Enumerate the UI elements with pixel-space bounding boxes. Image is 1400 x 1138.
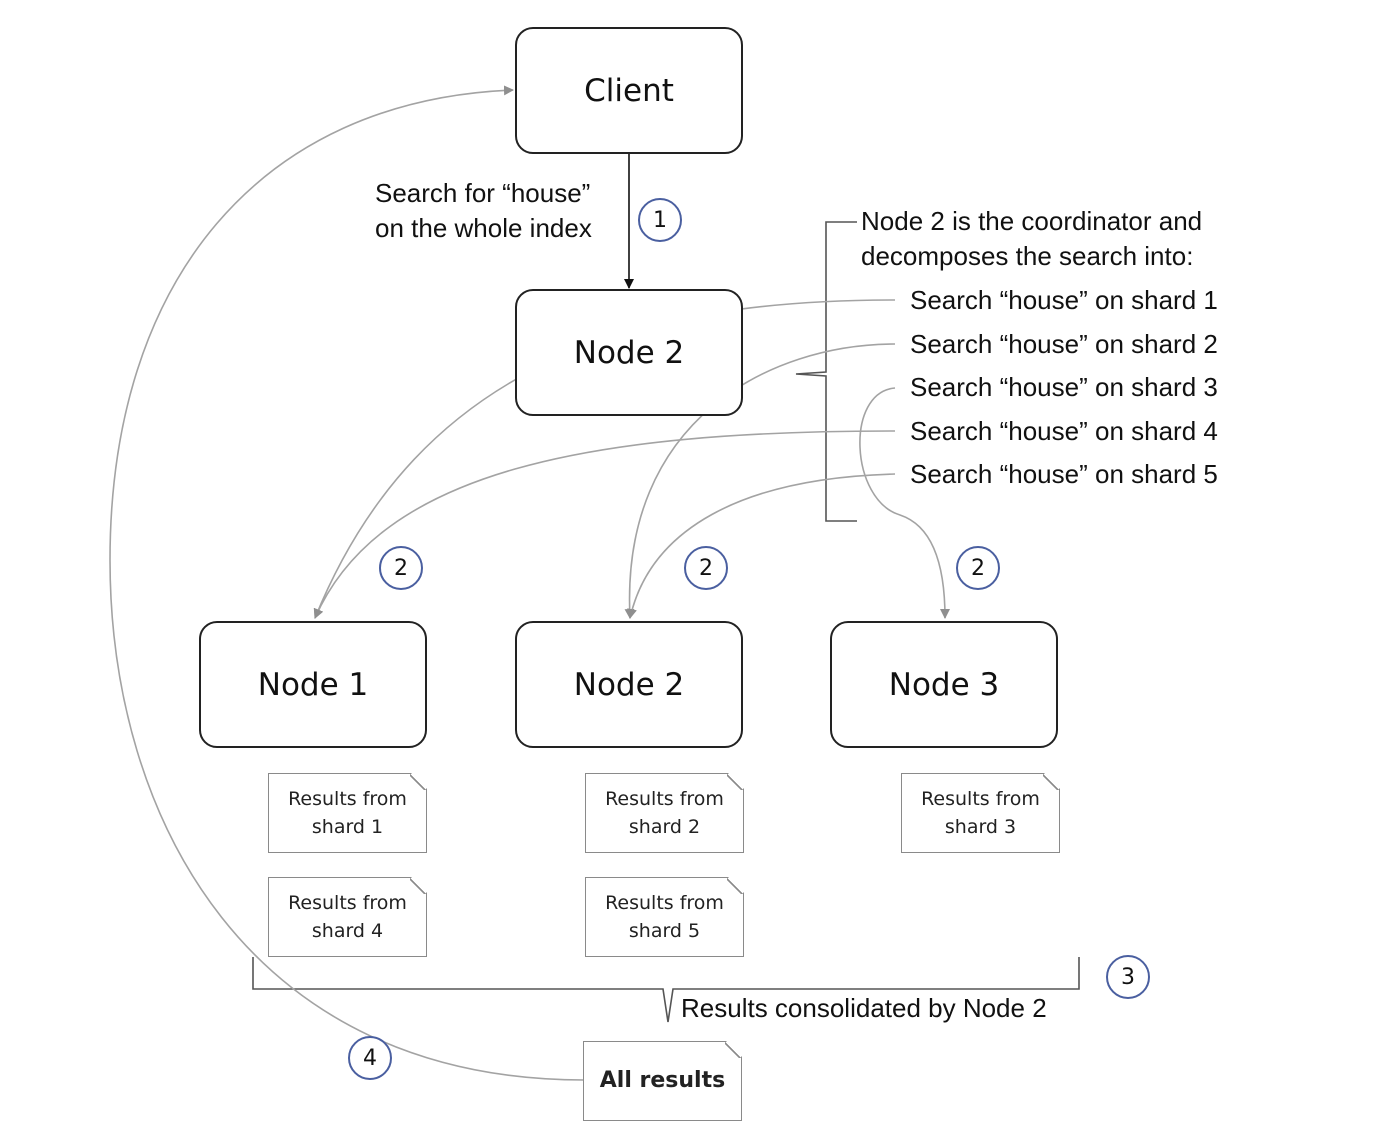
results-shard3-line2: shard 3 bbox=[944, 816, 1017, 838]
results-shard1-line1: Results from bbox=[288, 788, 407, 810]
shard-search-2: Search “house” on shard 2 bbox=[910, 329, 1218, 359]
shard5-search-arrow bbox=[627, 473, 896, 619]
node3-box: Node 3 bbox=[830, 621, 1058, 748]
search-request-label: Search for “house” on the whole index bbox=[375, 176, 592, 246]
results-shard5-doc: Results from shard 5 bbox=[585, 877, 744, 957]
coordinator-bracket bbox=[795, 221, 857, 522]
all-results-label: All results bbox=[599, 1068, 726, 1093]
results-shard4-doc: Results from shard 4 bbox=[268, 877, 427, 957]
results-shard2-line2: shard 2 bbox=[628, 816, 701, 838]
results-shard1-doc: Results from shard 1 bbox=[268, 773, 427, 853]
coordinator-note-line1: Node 2 is the coordinator and bbox=[861, 206, 1203, 236]
shard4-search-arrow bbox=[314, 430, 896, 619]
step-1-marker: 1 bbox=[638, 198, 682, 242]
node1-box: Node 1 bbox=[199, 621, 427, 748]
node2-box: Node 2 bbox=[515, 621, 743, 748]
results-to-client-arrow bbox=[109, 85, 585, 1081]
step-2-marker-node2: 2 bbox=[684, 546, 728, 590]
all-results-doc: All results bbox=[583, 1041, 742, 1121]
coordinator-node-box: Node 2 bbox=[515, 289, 743, 416]
results-shard2-line1: Results from bbox=[605, 788, 724, 810]
step-3-marker: 3 bbox=[1106, 955, 1150, 999]
results-shard3-line1: Results from bbox=[921, 788, 1040, 810]
coordinator-note: Node 2 is the coordinator and decomposes… bbox=[861, 204, 1202, 274]
shard-search-4: Search “house” on shard 4 bbox=[910, 416, 1218, 446]
client-box: Client bbox=[515, 27, 743, 154]
results-shard1-line2: shard 1 bbox=[311, 816, 384, 838]
shard-search-1: Search “house” on shard 1 bbox=[910, 285, 1218, 315]
shard-search-3: Search “house” on shard 3 bbox=[910, 372, 1218, 402]
step-2-marker-node1: 2 bbox=[379, 546, 423, 590]
results-shard5-line2: shard 5 bbox=[628, 920, 701, 942]
consolidated-label: Results consolidated by Node 2 bbox=[681, 993, 1047, 1023]
step-2-marker-node3: 2 bbox=[956, 546, 1000, 590]
results-shard3-doc: Results from shard 3 bbox=[901, 773, 1060, 853]
search-request-line2: on the whole index bbox=[375, 213, 592, 243]
search-request-line1: Search for “house” bbox=[375, 178, 591, 208]
results-shard5-line1: Results from bbox=[605, 892, 724, 914]
results-shard4-line1: Results from bbox=[288, 892, 407, 914]
coordinator-note-line2: decomposes the search into: bbox=[861, 241, 1194, 271]
results-shard2-doc: Results from shard 2 bbox=[585, 773, 744, 853]
results-shard4-line2: shard 4 bbox=[311, 920, 384, 942]
consolidation-bracket bbox=[252, 957, 1080, 1023]
step-4-marker: 4 bbox=[348, 1036, 392, 1080]
shard-search-5: Search “house” on shard 5 bbox=[910, 459, 1218, 489]
shard3-search-arrow bbox=[859, 387, 950, 619]
